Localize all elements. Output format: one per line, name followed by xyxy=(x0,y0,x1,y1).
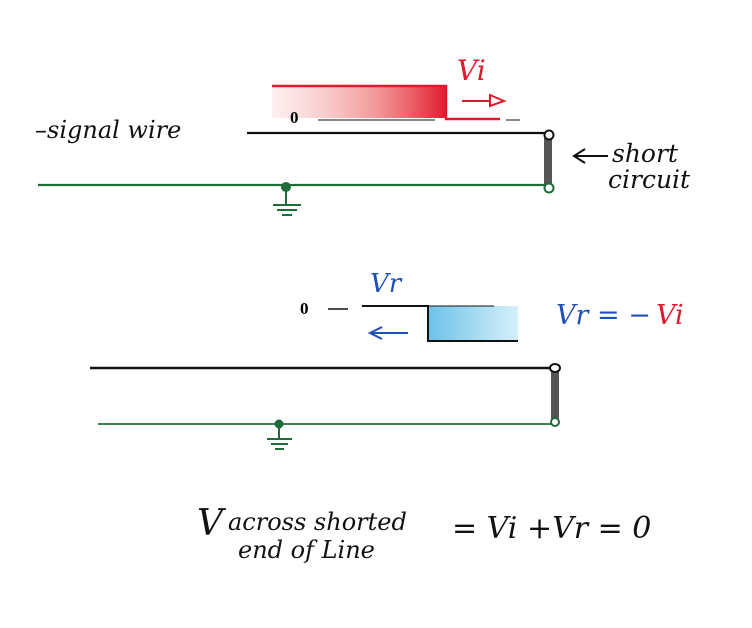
pointer-arrow-icon xyxy=(572,148,608,164)
incident-arrow-icon xyxy=(462,93,507,108)
short-circuit-label-line2: circuit xyxy=(608,165,691,194)
reflected-pulse-edge xyxy=(362,305,518,342)
ground-icon-bottom xyxy=(267,419,292,450)
short-circuit-bar-top xyxy=(544,138,552,185)
reflection-equation: Vr = − xyxy=(556,300,651,331)
short-terminal-bottom-lower xyxy=(550,417,560,427)
short-circuit-bar-bottom xyxy=(551,371,559,421)
reflection-equation-vi: Vi xyxy=(656,300,684,331)
ground-icon xyxy=(273,182,301,216)
equation-across-shorted: across shorted xyxy=(228,508,407,536)
reflected-arrow-icon xyxy=(367,326,408,340)
short-terminal-top-lower xyxy=(543,182,555,194)
short-terminal-bottom-upper xyxy=(549,363,561,373)
equation-sum: = Vi +Vr = 0 xyxy=(452,511,651,546)
equation-v: V xyxy=(197,503,227,544)
incident-pulse-edge xyxy=(272,84,500,121)
top-diagram: Vi 0 –signal wire short circuit xyxy=(35,54,691,216)
incident-voltage-label: Vi xyxy=(457,54,486,87)
bottom-equation: V across shorted end of Line = Vi +Vr = … xyxy=(197,503,651,564)
incident-pulse-fill xyxy=(272,85,447,118)
zero-label-top: 0 xyxy=(290,108,299,127)
equation-end-of-line: end of Line xyxy=(238,536,375,564)
middle-diagram: 0 Vr Vr = − Vi xyxy=(90,269,684,450)
reflected-pulse-fill xyxy=(428,306,518,341)
signal-wire-label: –signal wire xyxy=(35,116,181,144)
short-terminal-top-upper xyxy=(543,129,555,141)
reflected-voltage-label: Vr xyxy=(370,269,403,299)
short-circuit-label-line1: short xyxy=(612,139,679,168)
zero-label-bottom: 0 xyxy=(300,299,309,318)
